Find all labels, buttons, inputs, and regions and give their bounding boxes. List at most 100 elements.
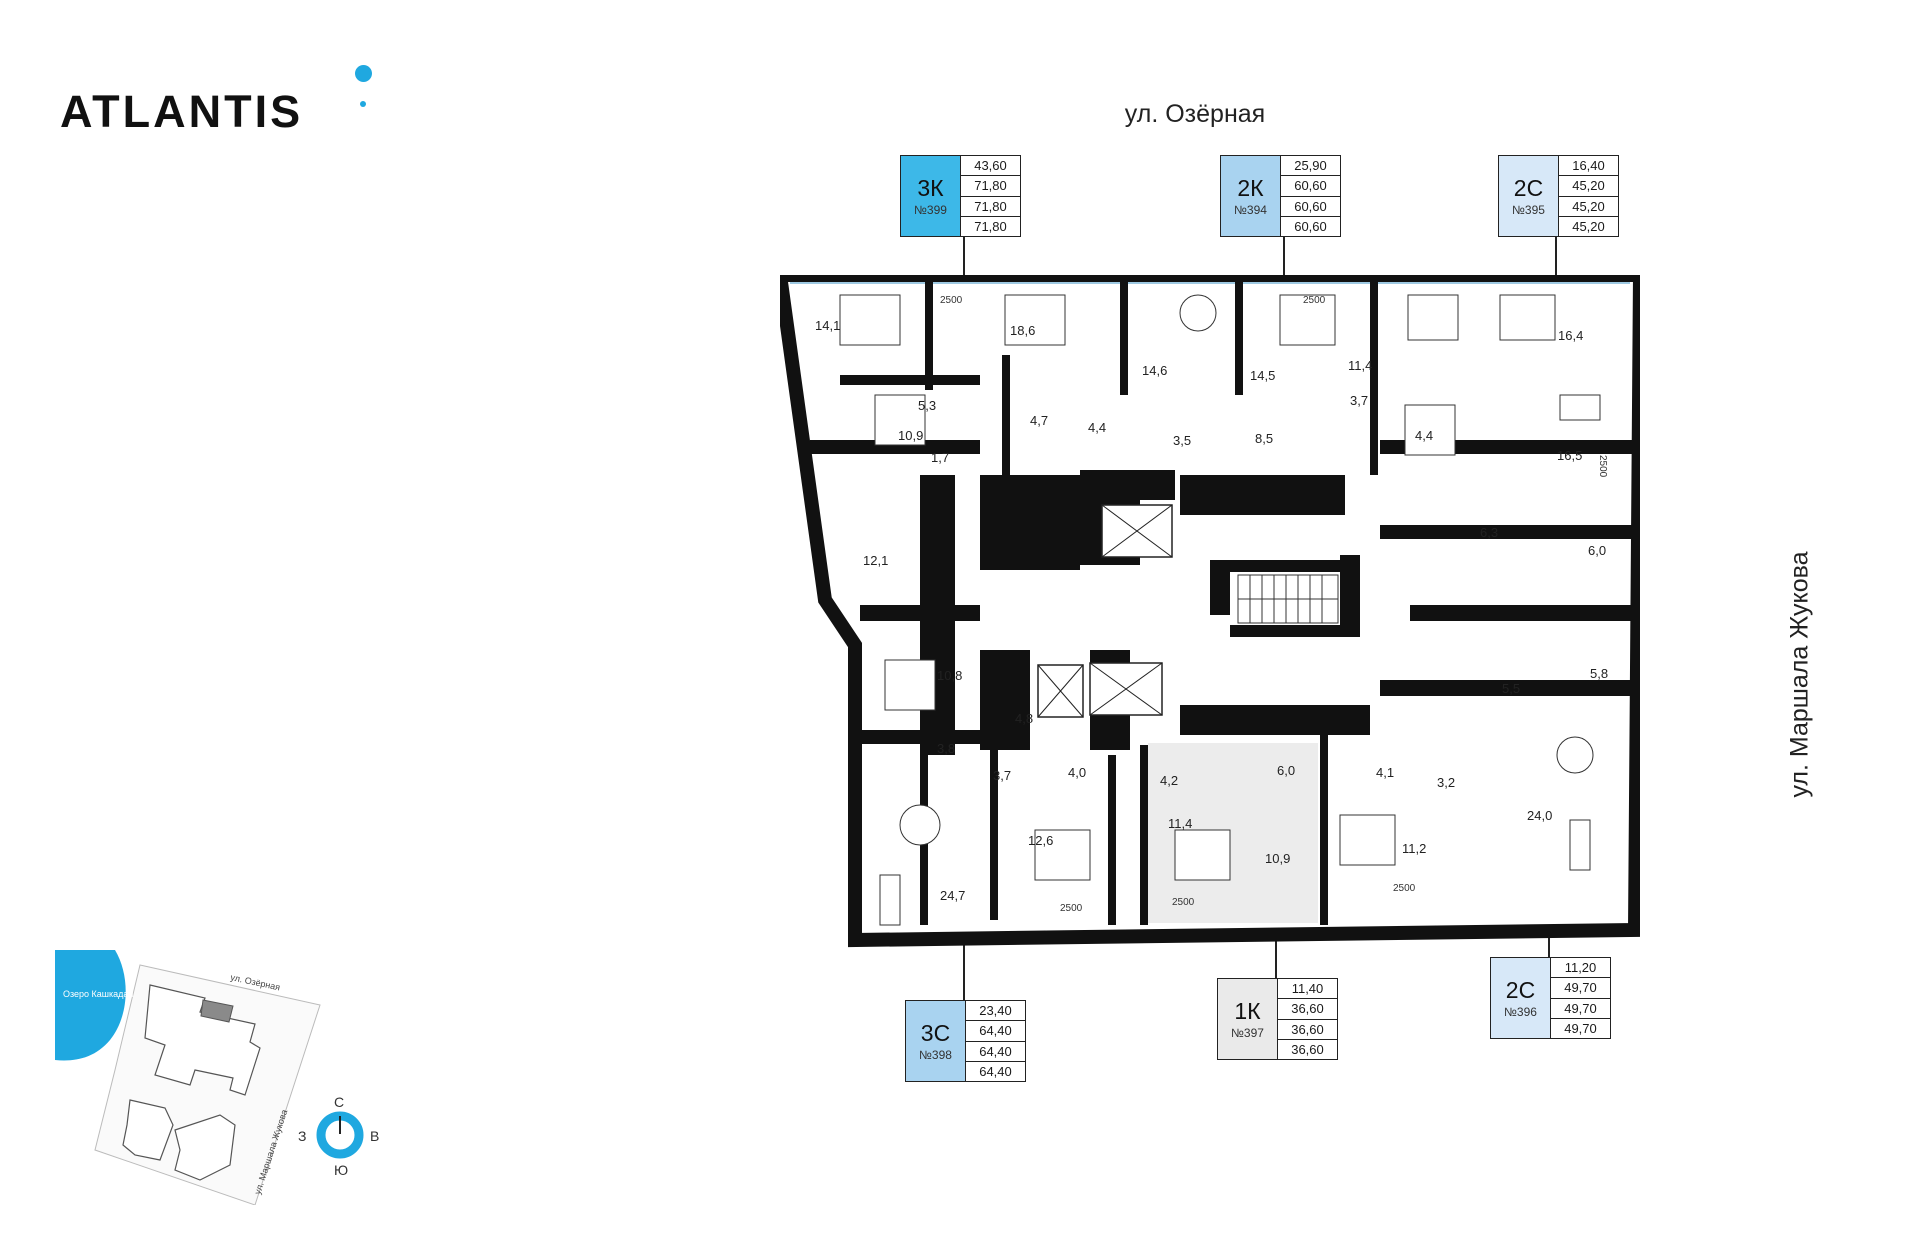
room-area: 18,6 (1010, 323, 1035, 338)
core-block (1210, 560, 1360, 572)
wall (1380, 525, 1635, 539)
room-area: 3,7 (993, 768, 1011, 783)
area-value: 45,20 (1559, 197, 1618, 217)
room-area: 10,9 (1265, 851, 1290, 866)
compass-south: Ю (334, 1162, 349, 1178)
apartment-type-cell: 2К №394 (1221, 156, 1281, 236)
site-map: Озеро Кашкадан ул. Озёрная ул. Маршала Ж… (55, 950, 321, 1205)
room-area: 4,2 (1160, 773, 1178, 788)
area-value: 64,40 (979, 1063, 1012, 1079)
room-area: 6,3 (1480, 525, 1498, 540)
area-value: 49,70 (1551, 978, 1610, 999)
wall (860, 605, 980, 621)
area-value: 60,60 (1281, 197, 1340, 217)
area-value: 45,20 (1559, 176, 1618, 197)
lake-shape (55, 950, 126, 1061)
apartment-card-398[interactable]: 3С №398 23,40 64,40 64,40 64,40 (905, 1000, 1026, 1082)
furniture (839, 294, 1601, 926)
room-area: 14,6 (1142, 363, 1167, 378)
apartment-areas: 25,90 60,60 60,60 60,60 (1281, 156, 1340, 236)
room-area: 4,1 (1376, 765, 1394, 780)
room-area: 4,4 (1415, 428, 1433, 443)
room-area: 11,2 (1402, 841, 1426, 856)
wall (860, 730, 1000, 744)
room-area: 8,5 (1255, 431, 1273, 446)
apartment-type-cell: 2С №395 (1499, 156, 1559, 236)
apartment-card-394[interactable]: 2К №394 25,90 60,60 60,60 60,60 (1220, 155, 1341, 237)
compass-icon (316, 1111, 364, 1159)
dimension-label: 2500 (1060, 903, 1083, 914)
floor-plan: 14,1 18,6 14,6 14,5 11,4 16,4 5,3 10,9 4… (780, 275, 1640, 948)
apartment-type-cell: 2С №396 (1491, 958, 1551, 1038)
room-area: 11,4 (1168, 816, 1192, 831)
apartment-number: №399 (914, 203, 947, 217)
apartment-card-397[interactable]: 1К №397 11,40 36,60 36,60 36,60 (1217, 978, 1338, 1060)
building-outline (122, 1099, 174, 1161)
room-area: 3,8 (937, 741, 955, 756)
apartment-type: 3С (920, 1020, 951, 1046)
street-label-top: ул. Озёрная (1124, 100, 1266, 128)
apartment-card-395[interactable]: 2С №395 16,40 45,20 45,20 45,20 (1498, 155, 1619, 237)
area-value: 36,60 (1291, 1041, 1324, 1057)
apartment-number: №396 (1504, 1005, 1537, 1019)
area-value: 45,20 (1572, 218, 1605, 234)
dimension-label: 2500 (1172, 897, 1195, 908)
area-value: 49,70 (1551, 999, 1610, 1019)
apartment-type-cell: 3К №399 (901, 156, 961, 236)
core-block (1180, 475, 1345, 515)
room-area: 4,8 (1015, 711, 1033, 726)
apartment-areas: 23,40 64,40 64,40 64,40 (966, 1001, 1025, 1081)
room-area: 14,5 (1250, 368, 1275, 383)
apartment-card-396[interactable]: 2С №396 11,20 49,70 49,70 49,70 (1490, 957, 1611, 1039)
compass-north: С (334, 1094, 345, 1110)
wall (810, 440, 980, 454)
wall (1380, 680, 1635, 696)
room-area: 12,1 (863, 553, 888, 568)
room-area: 6,0 (1588, 543, 1606, 558)
apartment-number: №398 (919, 1048, 952, 1062)
core-block (1210, 560, 1230, 615)
room-area: 1,7 (931, 450, 949, 465)
room-area: 12,6 (1028, 833, 1053, 848)
room-area: 10,9 (898, 428, 923, 443)
logo-dot-small-icon (360, 101, 366, 107)
room-area: 24,7 (940, 888, 965, 903)
room-area: 4,7 (1030, 413, 1048, 428)
core-block (1080, 470, 1175, 500)
area-value: 71,80 (961, 176, 1020, 197)
apartment-number: №394 (1234, 203, 1267, 217)
room-area: 4,4 (1088, 420, 1106, 435)
core-block (1230, 625, 1360, 637)
logo-dot-icon (355, 65, 372, 82)
room-area: 4,0 (1068, 765, 1086, 780)
dimension-label: 2500 (1393, 883, 1416, 894)
area-value: 71,80 (974, 218, 1007, 234)
wall (1410, 605, 1635, 621)
apartment-type: 1К (1234, 998, 1261, 1024)
core-block (1180, 705, 1370, 735)
building-outline (174, 1114, 236, 1181)
room-area: 24,0 (1527, 808, 1552, 823)
room-area: 3,7 (1350, 393, 1368, 408)
area-value: 25,90 (1281, 156, 1340, 177)
apartment-type-cell: 1К №397 (1218, 979, 1278, 1059)
room-area: 6,0 (1277, 763, 1295, 778)
area-value: 11,20 (1551, 958, 1610, 979)
core-block (980, 475, 1080, 570)
leader-line (963, 935, 965, 1000)
area-value: 64,40 (966, 1021, 1025, 1042)
room-area: 5,8 (1590, 666, 1608, 681)
dimension-label: 2500 (940, 295, 963, 306)
street-label-right: ул. Маршала Жукова (1785, 551, 1814, 798)
compass-east: В (370, 1128, 380, 1144)
selected-section (200, 999, 234, 1023)
apartment-areas: 11,20 49,70 49,70 49,70 (1551, 958, 1610, 1038)
apartment-type: 2С (1505, 977, 1536, 1003)
room-area: 11,4 (1348, 358, 1372, 373)
dimension-label: 2500 (1303, 295, 1326, 306)
apartment-card-399[interactable]: 3К №399 43,60 71,80 71,80 71,80 (900, 155, 1021, 237)
lake-label: Озеро Кашкадан (63, 989, 133, 999)
area-value: 60,60 (1281, 176, 1340, 197)
dimension-label: 2500 (1597, 455, 1608, 478)
room-area: 5,5 (1502, 681, 1520, 696)
